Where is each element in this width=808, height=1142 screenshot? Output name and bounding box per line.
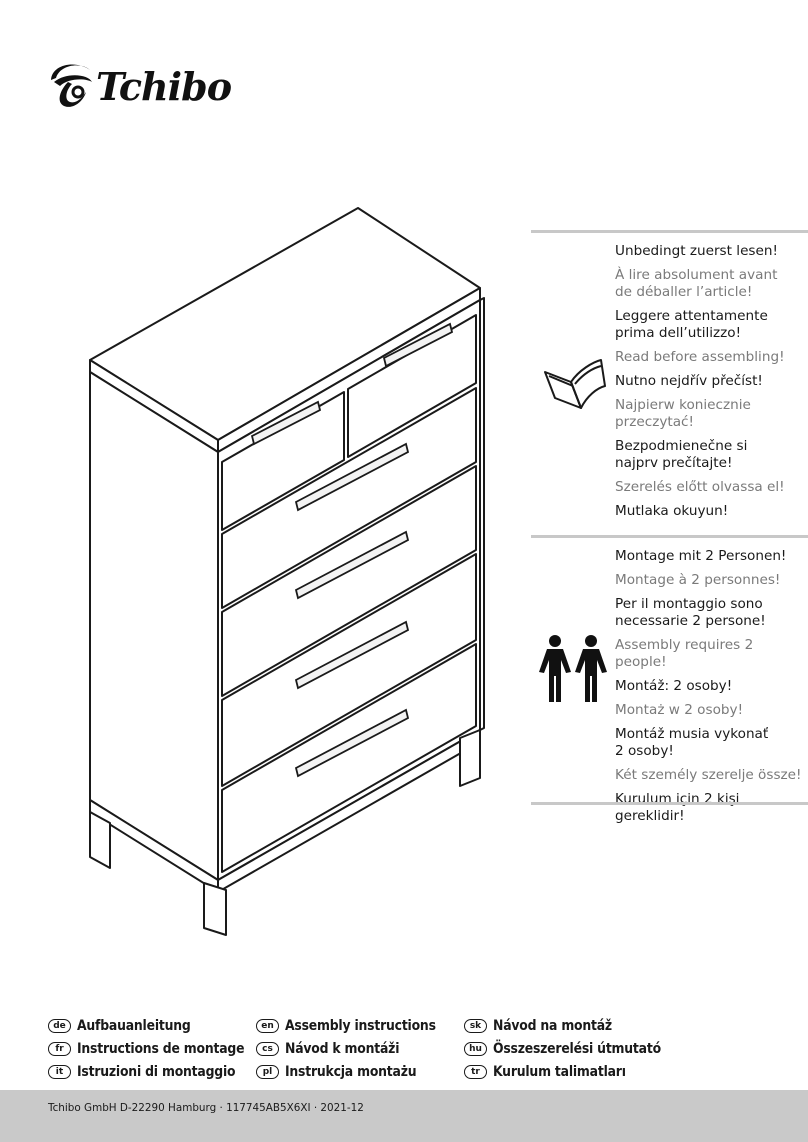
bottom-divider	[531, 802, 808, 805]
manual-item: cs Návod k montáži	[256, 1039, 399, 1059]
language-badge: pl	[256, 1065, 279, 1079]
read-first-en: Read before assembling!	[615, 348, 785, 365]
footer-text: Tchibo GmbH D-22290 Hamburg · 117745AB5X…	[48, 1102, 364, 1114]
read-first-pl: Najpierw koniecznie przeczytać!	[615, 397, 751, 430]
brand-name: Tchibo	[96, 64, 232, 109]
language-badge: fr	[48, 1042, 71, 1056]
two-people-sk: Montáž musia vykonať 2 osoby!	[615, 726, 769, 759]
manual-item: de Aufbauanleitung	[48, 1016, 191, 1036]
open-book-icon	[544, 359, 606, 409]
read-first-hu: Szerelés előtt olvassa el!	[615, 478, 785, 495]
manual-label: Istruzioni di montaggio	[77, 1064, 236, 1080]
manual-label: Instrukcja montażu	[285, 1064, 417, 1080]
manual-item: tr Kurulum talimatları	[464, 1062, 626, 1082]
two-people-list: Montage mit 2 Personen! Montage à 2 pers…	[615, 548, 805, 832]
language-badge: sk	[464, 1019, 487, 1033]
two-people-icon	[539, 635, 607, 702]
language-badge: tr	[464, 1065, 487, 1079]
manual-item: en Assembly instructions	[256, 1016, 436, 1036]
read-first-de: Unbedingt zuerst lesen!	[615, 243, 778, 259]
manual-item: it Istruzioni di montaggio	[48, 1062, 236, 1082]
two-people-pl: Montaż w 2 osoby!	[615, 702, 744, 719]
read-first-list: Unbedingt zuerst lesen! À lire absolumen…	[615, 243, 805, 527]
two-people-en: Assembly requires 2 people!	[615, 637, 754, 670]
manual-item: fr Instructions de montage	[48, 1039, 245, 1059]
footer-bar: Tchibo GmbH D-22290 Hamburg · 117745AB5X…	[0, 1090, 808, 1142]
manual-label: Návod na montáž	[493, 1018, 612, 1034]
top-divider	[531, 230, 808, 233]
manual-label: Kurulum talimatları	[493, 1064, 626, 1080]
two-people-hu: Két személy szerelje össze!	[615, 767, 802, 784]
tchibo-logo-icon	[51, 64, 92, 107]
language-badge: cs	[256, 1042, 279, 1056]
manual-label: Aufbauanleitung	[77, 1018, 191, 1034]
manual-label: Instructions de montage	[77, 1041, 245, 1057]
two-people-it: Per il montaggio sono necessarie 2 perso…	[615, 596, 766, 629]
two-people-fr: Montage à 2 personnes!	[615, 572, 781, 589]
language-badge: en	[256, 1019, 279, 1033]
two-people-cs: Montáž: 2 osoby!	[615, 677, 733, 694]
language-badge: hu	[464, 1042, 487, 1056]
read-first-it: Leggere attentamente prima dell’utilizzo…	[615, 307, 768, 341]
read-first-cs: Nutno nejdřív přečíst!	[615, 372, 763, 389]
manual-label: Összeszerelési útmutató	[493, 1041, 661, 1057]
manual-item: pl Instrukcja montażu	[256, 1062, 417, 1082]
dresser-illustration	[89, 207, 485, 936]
manual-label: Assembly instructions	[285, 1018, 436, 1034]
language-badge: de	[48, 1019, 71, 1033]
language-badge: it	[48, 1065, 71, 1079]
read-first-sk: Bezpodmienečne si najprv prečítajte!	[615, 437, 748, 471]
read-first-tr: Mutlaka okuyun!	[615, 502, 729, 519]
two-people-tr: Kurulum için 2 kişi gereklidir!	[615, 791, 740, 824]
manual-item: sk Návod na montáž	[464, 1016, 612, 1036]
read-first-fr: À lire absolument avant de déballer l’ar…	[615, 267, 778, 300]
manual-titles: de Aufbauanleitung fr Instructions de mo…	[48, 1016, 668, 1086]
manual-label: Návod k montáži	[285, 1041, 400, 1057]
manual-item: hu Összeszerelési útmutató	[464, 1039, 661, 1059]
two-people-de: Montage mit 2 Personen!	[615, 548, 787, 564]
middle-divider	[531, 535, 808, 538]
